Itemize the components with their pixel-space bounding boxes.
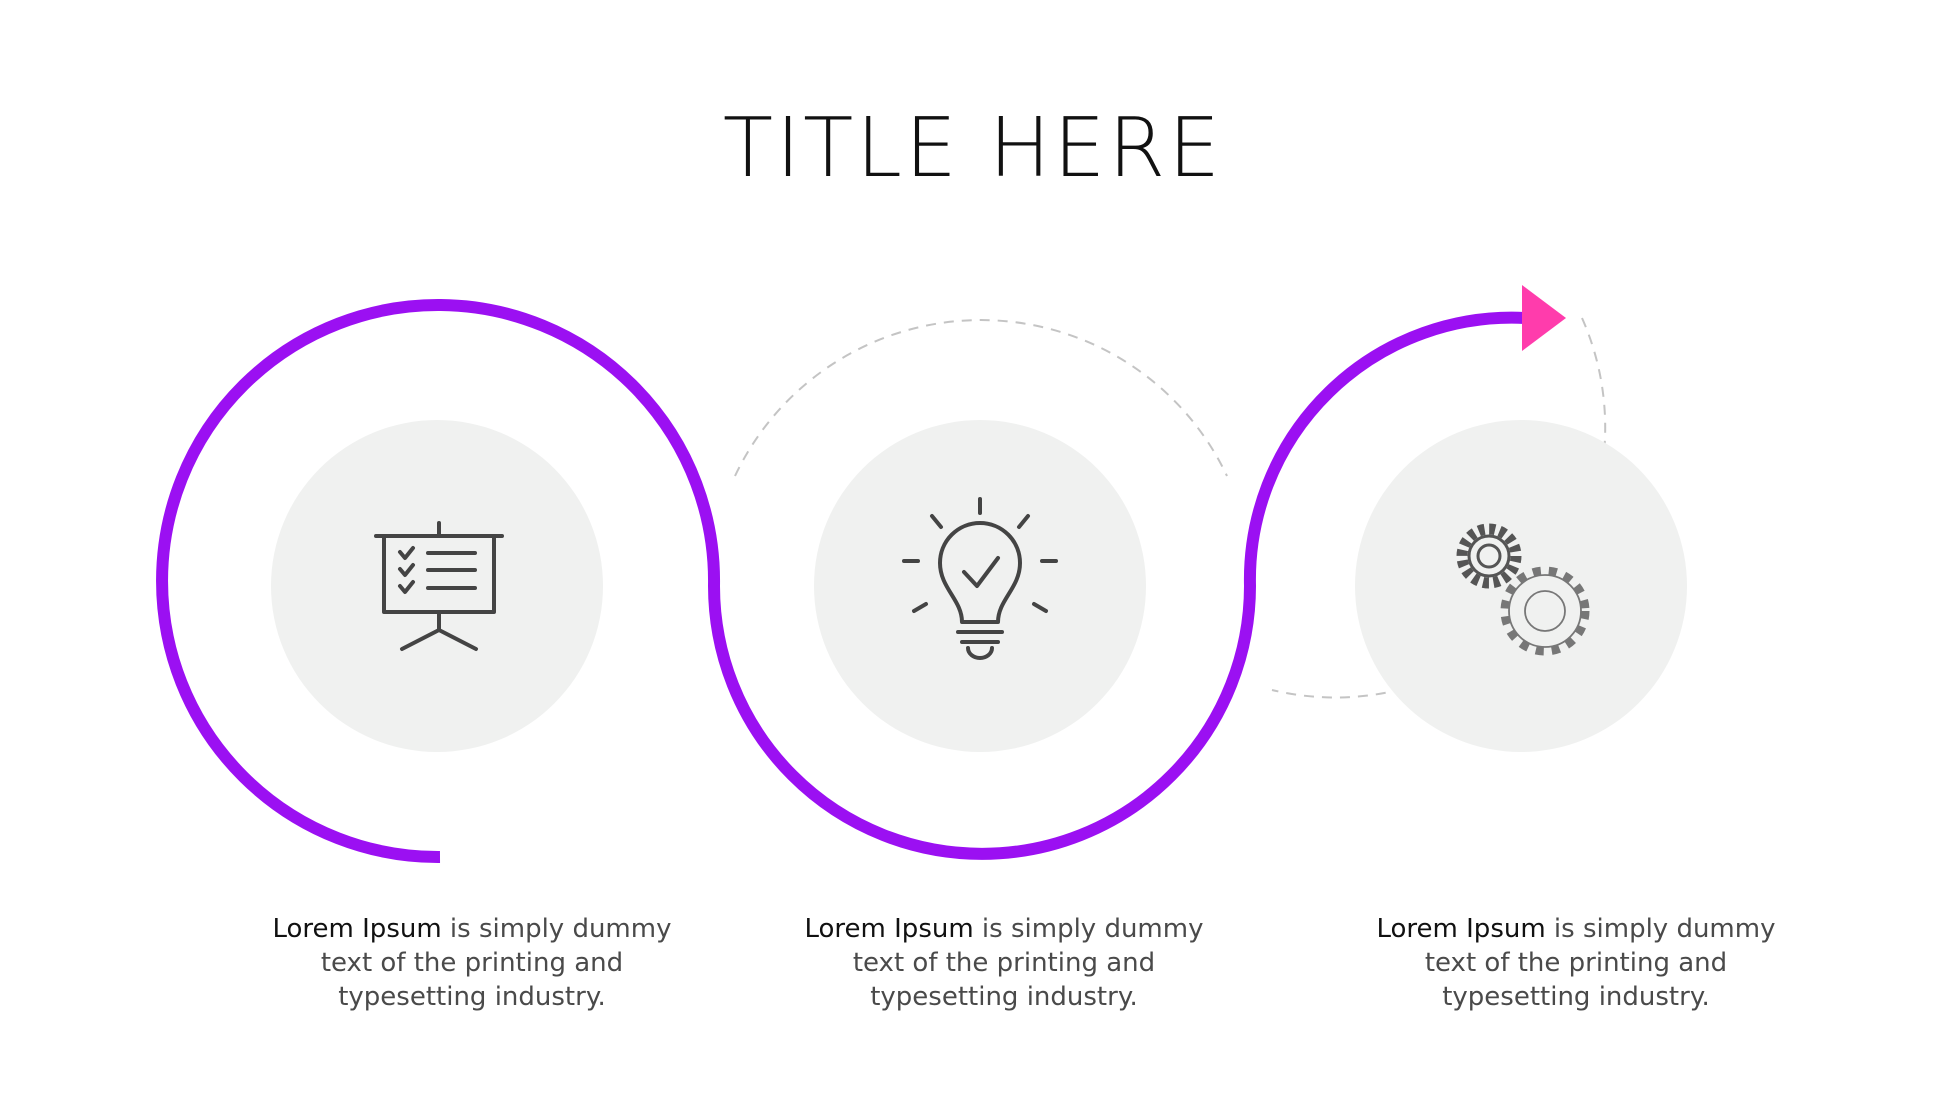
small-gear-icon — [1456, 523, 1522, 589]
dashed-guide-arc-middle — [734, 319, 1228, 477]
page-title: TITLE HERE — [722, 101, 1224, 196]
process-path-line — [156, 299, 1526, 864]
step-2-caption-text: is simply dummy text of the printing and… — [852, 914, 1204, 1012]
step-1-caption-lead: Lorem Ipsum — [272, 914, 442, 944]
presentation-board-icon — [374, 521, 504, 651]
step-2-circle — [814, 420, 1146, 752]
step-2-caption: Lorem Ipsum is simply dummy text of the … — [784, 912, 1224, 1014]
gears-icon — [1456, 523, 1590, 656]
step-3-caption-lead: Lorem Ipsum — [1376, 914, 1546, 944]
lightbulb-check-icon — [902, 497, 1058, 660]
dashed-guide-arc-right — [1271, 317, 1607, 699]
step-2-caption-lead: Lorem Ipsum — [804, 914, 974, 944]
large-gear-icon — [1500, 566, 1590, 656]
step-1-caption: Lorem Ipsum is simply dummy text of the … — [252, 912, 692, 1014]
path-arrowhead — [1522, 285, 1566, 351]
step-3-caption-text: is simply dummy text of the printing and… — [1424, 914, 1776, 1012]
step-1-caption-text: is simply dummy text of the printing and… — [320, 914, 672, 1012]
step-3-caption: Lorem Ipsum is simply dummy text of the … — [1356, 912, 1796, 1014]
